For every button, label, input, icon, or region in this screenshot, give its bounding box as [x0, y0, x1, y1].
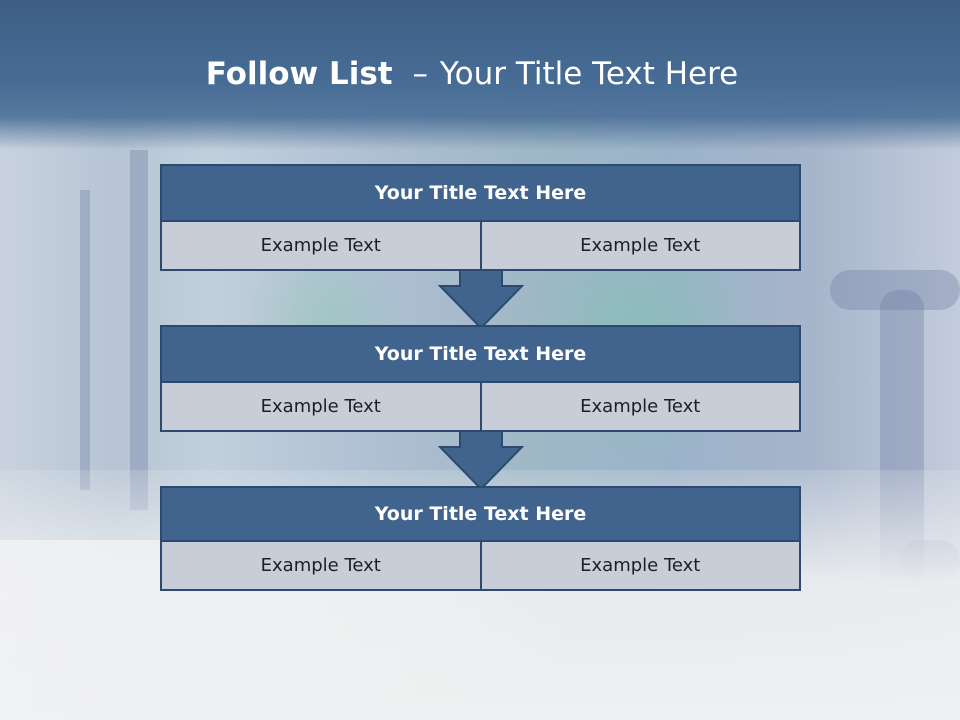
block-cell-left: Example Text [162, 383, 480, 430]
list-block-1: Your Title Text Here Example Text Exampl… [160, 164, 801, 271]
list-block-3: Your Title Text Here Example Text Exampl… [160, 486, 801, 591]
slide-title-rest: Your Title Text Here [439, 56, 739, 92]
block-cell-right: Example Text [479, 542, 799, 589]
down-arrow-icon [438, 270, 524, 330]
slide-title: Follow List – Your Title Text Here [0, 56, 944, 92]
background-pipe [80, 190, 90, 490]
block-row: Example Text Example Text [160, 542, 801, 591]
header-band [0, 0, 960, 150]
list-block-2: Your Title Text Here Example Text Exampl… [160, 325, 801, 432]
block-cell-right: Example Text [479, 383, 799, 430]
block-cell-left: Example Text [162, 542, 480, 589]
block-cell-right: Example Text [479, 222, 799, 269]
slide-title-bold: Follow List [205, 56, 393, 92]
block-title: Your Title Text Here [160, 164, 801, 222]
down-arrow-icon [438, 431, 524, 491]
block-row: Example Text Example Text [160, 383, 801, 432]
background-pipe [830, 270, 960, 310]
slide-title-dash: – [412, 56, 428, 92]
block-row: Example Text Example Text [160, 222, 801, 271]
block-title: Your Title Text Here [160, 486, 801, 542]
block-title: Your Title Text Here [160, 325, 801, 383]
block-cell-left: Example Text [162, 222, 480, 269]
background-pipe [130, 150, 148, 510]
